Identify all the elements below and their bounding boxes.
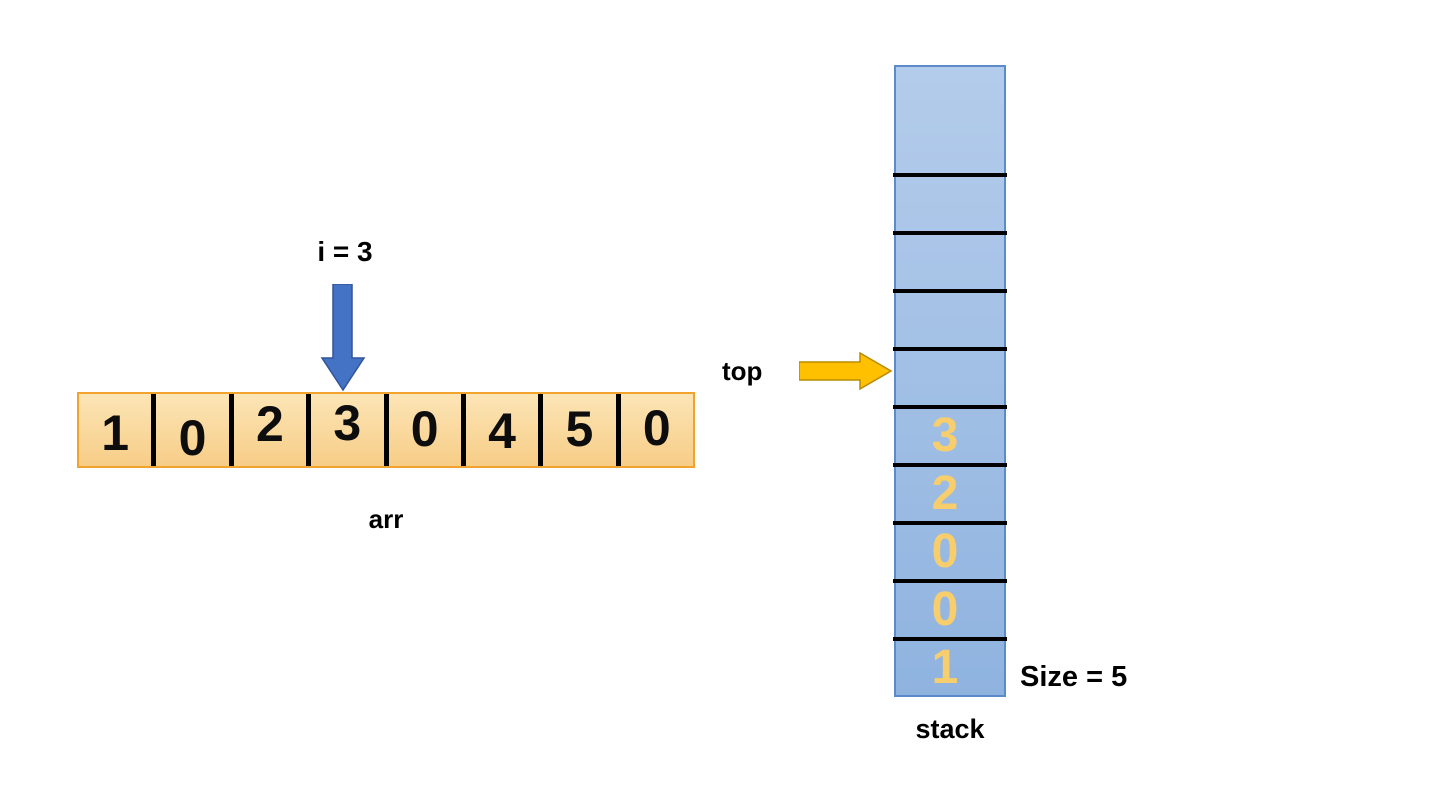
stack-cell-value: 3 <box>931 409 959 462</box>
stack-cell: 0 <box>896 583 1004 637</box>
stack-cell <box>896 235 1004 289</box>
stack-divider <box>893 347 1007 351</box>
index-pointer-label: i = 3 <box>317 236 373 267</box>
array-cell-value: 5 <box>565 401 594 457</box>
stack-divider <box>893 405 1007 409</box>
stack: 3 2 0 0 1 <box>893 65 1007 697</box>
stack-divider <box>893 231 1007 235</box>
stack-divider <box>893 637 1007 641</box>
stack-cell-value: 2 <box>931 467 959 520</box>
array-cell: 0 <box>156 394 234 466</box>
stack-cell-value: 0 <box>931 525 959 578</box>
stack-divider <box>893 173 1007 177</box>
stack-cell <box>896 177 1004 231</box>
array-cell-value: 3 <box>333 395 362 451</box>
stack-cell <box>896 67 1004 173</box>
stack-top-pointer-label: top <box>722 356 763 386</box>
stack-cell <box>896 351 1004 405</box>
stack-size-label: Size = 5 <box>1020 661 1128 693</box>
index-pointer-arrow-icon <box>320 284 366 392</box>
array-cell: 3 <box>311 394 389 466</box>
array-cell: 1 <box>79 394 157 466</box>
stack-cell: 0 <box>896 525 1004 579</box>
array-cell-value: 4 <box>488 403 516 459</box>
array-cell-value: 0 <box>642 400 671 456</box>
array-cell: 4 <box>466 394 544 466</box>
array-cell-value: 1 <box>101 405 130 461</box>
stack-cell <box>896 293 1004 347</box>
array-cell-value: 0 <box>410 401 439 457</box>
stack-top-pointer-arrow-icon <box>799 351 893 391</box>
stack-divider <box>893 289 1007 293</box>
stack-cell-value: 1 <box>931 641 959 694</box>
array-cell: 0 <box>389 394 466 466</box>
stack-cell: 1 <box>896 641 1004 695</box>
array-cell-value: 0 <box>178 410 207 466</box>
array-label: arr <box>368 504 404 534</box>
stack-cell: 2 <box>896 467 1004 521</box>
array-cell: 2 <box>234 394 312 466</box>
array-cell: 5 <box>543 394 621 466</box>
stack-cell: 3 <box>896 409 1004 463</box>
array-cell: 0 <box>621 394 693 466</box>
array: 1 0 2 3 0 4 5 0 <box>77 392 695 468</box>
stack-divider <box>893 579 1007 583</box>
stack-cell-value: 0 <box>931 583 959 636</box>
array-cell-value: 2 <box>256 396 284 452</box>
stack-divider <box>893 463 1007 467</box>
stack-divider <box>893 521 1007 525</box>
stack-label: stack <box>915 714 985 744</box>
